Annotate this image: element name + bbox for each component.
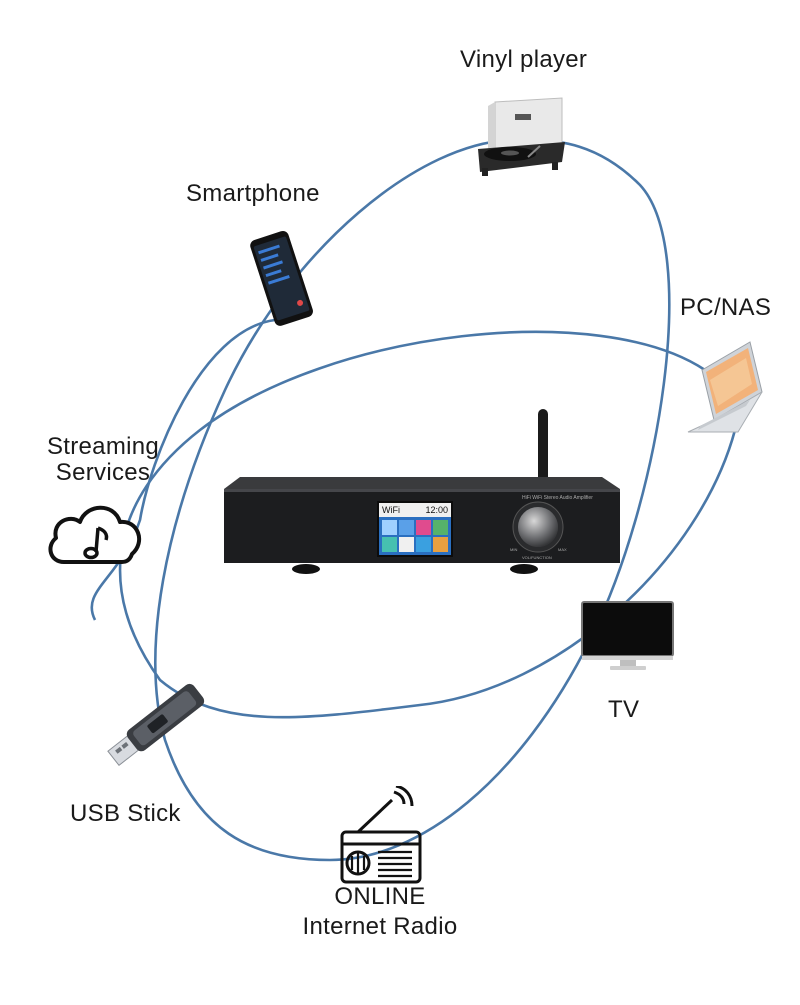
amplifier-screen: WiFi 12:00 (377, 501, 453, 557)
aux-app-icon (416, 537, 431, 552)
radio-label-line1: ONLINE (334, 883, 426, 910)
radio-app-icon (399, 537, 414, 552)
usb-label: USB Stick (70, 800, 181, 827)
music-note-icon (83, 526, 109, 560)
usb-app-icon (382, 537, 397, 552)
loop-streaming (90, 318, 276, 621)
cloud-music-icon (48, 505, 142, 564)
pcnas-label: PC/NAS (680, 294, 772, 321)
optical-app-icon (433, 537, 448, 552)
laptop-icon (687, 341, 763, 433)
screen-app-grid (382, 520, 448, 552)
streaming-label-line2: Services (55, 459, 151, 486)
wifi-app-icon (382, 520, 397, 535)
radio-label: ONLINE Internet Radio (290, 882, 470, 942)
panel-text: HiFi WiFi Stereo Audio Amplifier (522, 495, 593, 501)
vinyl-player-icon (478, 97, 565, 176)
smartphone-icon (250, 231, 313, 326)
tv-label: TV (608, 696, 640, 723)
radio-label-line2: Internet Radio (302, 913, 458, 940)
vinyl-label: Vinyl player (460, 46, 588, 73)
settings-app-icon (433, 520, 448, 535)
screen-time: 12:00 (425, 505, 448, 515)
streaming-label: Streaming Services (38, 434, 168, 486)
main-amplifier: WiFi 12:00 HiFi WiFi Stereo Audio Amplif… (222, 405, 622, 585)
bluetooth-app-icon (399, 520, 414, 535)
tv-icon (581, 601, 674, 670)
radio-icon (340, 786, 422, 884)
streaming-label-line1: Streaming (46, 433, 160, 460)
loop-vinyl (154, 138, 671, 862)
knob-label: VOL/FUNCTION (522, 555, 552, 560)
smartphone-label: Smartphone (186, 180, 320, 207)
knob-max-label: MAX (558, 547, 567, 552)
usb-stick-icon (107, 683, 205, 767)
screen-title: WiFi (382, 505, 400, 515)
music-app-icon (416, 520, 431, 535)
knob-min-label: MIN (510, 547, 518, 552)
